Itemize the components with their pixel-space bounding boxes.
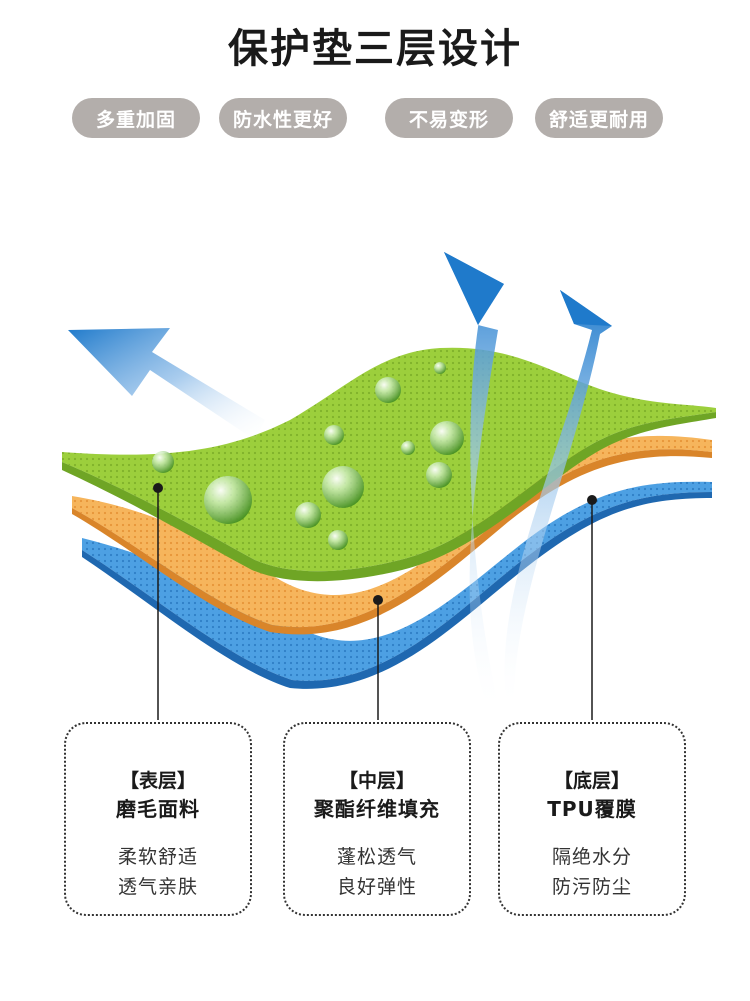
layer-card-top: 【表层】 磨毛面料 柔软舒适 透气亲肤 — [64, 722, 252, 916]
callout-lines — [153, 483, 597, 720]
bottom-layer-shape — [82, 481, 712, 681]
layer-card-name: 磨毛面料 — [116, 797, 200, 821]
layer-card-desc: 蓬松透气 — [336, 846, 417, 868]
feature-tag-durable: 舒适更耐用 — [535, 98, 663, 138]
airflow-arrow-icon — [68, 328, 265, 440]
layer-card-desc: 隔绝水分 — [551, 846, 632, 868]
feature-tag-no-deform: 不易变形 — [385, 98, 513, 138]
airflow-arrow-icon — [444, 252, 504, 715]
layer-card-name: 聚酯纤维填充 — [314, 797, 440, 821]
page-title: 保护垫三层设计 — [228, 26, 522, 72]
layer-card-bracket: 【表层】 — [119, 770, 196, 792]
layer-card-name: TPU覆膜 — [547, 797, 637, 821]
layer-card-desc: 良好弹性 — [336, 876, 417, 898]
layer-card-desc: 透气亲肤 — [117, 876, 198, 898]
middle-layer-shape — [72, 435, 712, 628]
layer-card-desc: 防污防尘 — [551, 876, 632, 898]
feature-tag-waterproof: 防水性更好 — [219, 98, 347, 138]
feature-tag-reinforced: 多重加固 — [72, 98, 200, 138]
layer-card-bottom: 【底层】 TPU覆膜 隔绝水分 防污防尘 — [498, 722, 686, 916]
airflow-arrow-icon — [504, 290, 612, 712]
layer-card-bracket: 【中层】 — [338, 770, 415, 792]
feature-tags: 多重加固 防水性更好 不易变形 舒适更耐用 — [0, 98, 750, 140]
layer-card-bracket: 【底层】 — [553, 770, 630, 792]
water-droplet-icon — [152, 362, 464, 550]
layer-card-middle: 【中层】 聚酯纤维填充 蓬松透气 良好弹性 — [283, 722, 471, 916]
layer-card-desc: 柔软舒适 — [117, 846, 198, 868]
